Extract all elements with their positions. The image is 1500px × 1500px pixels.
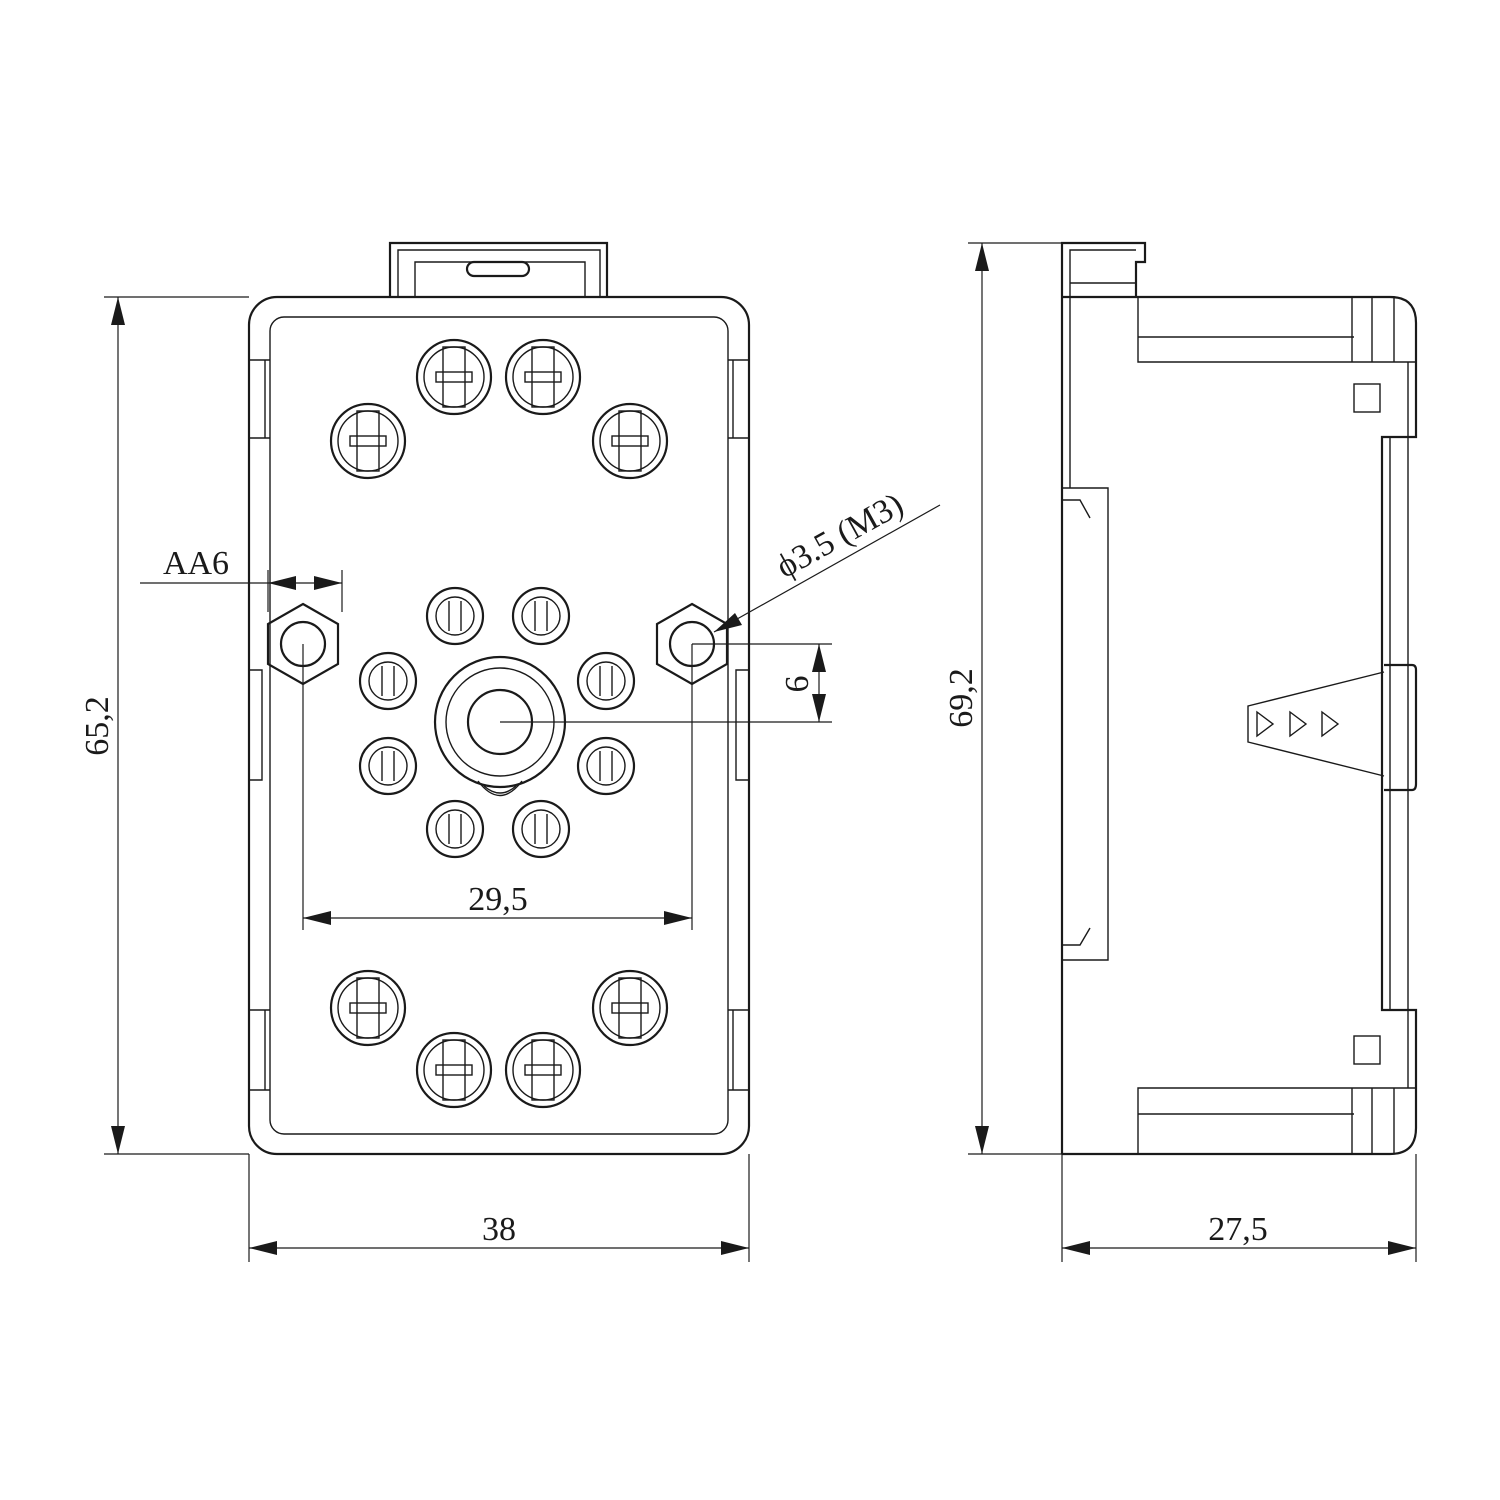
arrow-marks (1256, 710, 1340, 738)
dimension-height-front: 65,2 (79, 296, 249, 1155)
dimension-hole-diameter-label: ϕ3.5 (M3) (770, 486, 909, 586)
top-clip (388, 241, 609, 298)
dimension-hole-spacing-label: 29,5 (468, 881, 528, 918)
center-key (433, 655, 567, 797)
dimension-nut-size: AA6 (140, 545, 343, 612)
dimension-height-front-label: 65,2 (79, 696, 116, 756)
dimension-height-side: 69,2 (943, 242, 1062, 1155)
dimension-height-side-label: 69,2 (943, 668, 980, 728)
dimension-depth-side-label: 27,5 (1208, 1211, 1268, 1248)
front-body (247, 295, 751, 1156)
front-view: 65,2 38 29,5 6 (79, 241, 941, 1262)
dimension-hole-spacing: 29,5 (302, 644, 693, 930)
side-view: 69,2 27,5 (943, 241, 1418, 1262)
dimension-nut-size-label: AA6 (163, 545, 229, 582)
terminal-screw-bottom (329, 969, 669, 1109)
terminal-screw-top (329, 338, 669, 480)
dimension-width-front-label: 38 (482, 1211, 516, 1248)
dimension-width-front: 38 (248, 1154, 750, 1262)
dimension-hole-offset: 6 (500, 643, 832, 723)
dimension-hole-offset-label: 6 (779, 676, 816, 693)
dimension-depth-side: 27,5 (1061, 1154, 1417, 1262)
